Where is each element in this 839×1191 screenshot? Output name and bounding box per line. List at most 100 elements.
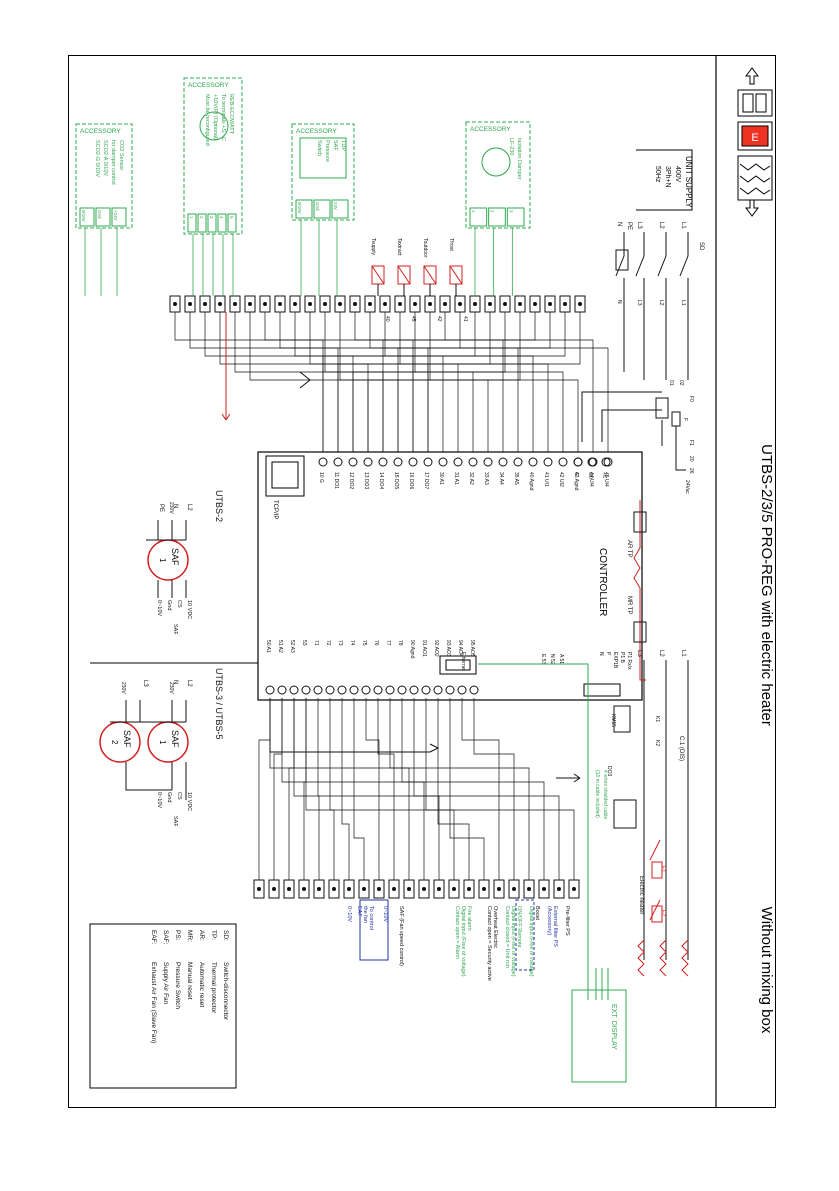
strip-wire bbox=[427, 312, 581, 452]
input-label: Pre-filter PS bbox=[564, 906, 570, 936]
terminal-screw bbox=[498, 457, 508, 467]
terminal-dot bbox=[503, 302, 507, 306]
terminal-dot bbox=[323, 302, 327, 306]
strip-wire bbox=[329, 698, 335, 880]
terminal-screw bbox=[468, 457, 478, 467]
fan-label: SAF bbox=[170, 548, 180, 566]
terminal-screw bbox=[361, 685, 371, 695]
motor-ctrl: Gnd bbox=[166, 600, 172, 610]
terminal-screw bbox=[469, 685, 479, 695]
accessory-pin-label: 24V bbox=[333, 202, 338, 210]
motor-ctrl: CS bbox=[176, 792, 182, 800]
terminal-dot bbox=[482, 887, 486, 891]
terminal-dot bbox=[233, 302, 237, 306]
supply-label: UNIT SUPPLY bbox=[684, 156, 693, 208]
terminal-label: 50 A1 bbox=[265, 640, 271, 653]
switch-contact bbox=[615, 255, 625, 277]
terminal-label: 14 DO4 bbox=[378, 472, 384, 489]
drawing-title: UTBS-2/3/5 PRO-REG with electric heater bbox=[758, 444, 775, 726]
accessory-text: To terminals +S, -C bbox=[220, 94, 226, 141]
svg-text:E: E bbox=[751, 132, 758, 144]
drawing-subtitle: Without mixing box bbox=[758, 907, 775, 1034]
heater-stage bbox=[651, 905, 663, 923]
saf-ctrl-label: SAF bbox=[172, 816, 178, 827]
terminal-screw bbox=[373, 685, 383, 695]
strip-wire bbox=[258, 698, 271, 880]
accessory-pin-label: 1 bbox=[471, 210, 476, 213]
terminal-label: 93 AO3 bbox=[445, 640, 451, 657]
accessory-pin bbox=[79, 207, 95, 227]
accessory-pin bbox=[197, 213, 207, 233]
terminal-screw bbox=[348, 457, 358, 467]
motor-supply: L2 bbox=[186, 680, 192, 687]
terminal-label: 33 A3 bbox=[483, 472, 489, 485]
terminal-dot bbox=[458, 302, 462, 306]
accessory-text: +10V(P) (Optional) bbox=[212, 94, 218, 140]
terminal-screw bbox=[363, 457, 373, 467]
terminal-label: 78 bbox=[397, 640, 403, 646]
strip-wire bbox=[324, 312, 474, 452]
terminal-screw bbox=[408, 457, 418, 467]
motor-voltage: 230V bbox=[168, 502, 174, 514]
strip-wire bbox=[309, 312, 459, 452]
port-label: N bbox=[598, 652, 604, 656]
terminal-dot bbox=[293, 302, 297, 306]
motor-wires bbox=[146, 520, 187, 598]
terminal-dot bbox=[443, 302, 447, 306]
terminal-dot bbox=[353, 302, 357, 306]
strip-wire bbox=[281, 698, 545, 880]
ethernet-label: Ethernet bbox=[460, 652, 466, 672]
accessory-pin-label: 3 bbox=[508, 210, 513, 213]
legend-abbr: PS: bbox=[174, 930, 181, 941]
drawing-frame bbox=[68, 55, 776, 1108]
sensor-terminal: 41 bbox=[462, 316, 468, 322]
terminal-label: 76 bbox=[373, 640, 379, 646]
terminal-label: 43 Agnd bbox=[573, 472, 579, 491]
bottom-terminal-strip bbox=[253, 698, 581, 899]
strip-wire bbox=[189, 312, 339, 452]
motor-ctrl: Gnd bbox=[166, 792, 172, 802]
accessory-pin-label: 5 bbox=[229, 216, 234, 219]
accessory-pin-label: 2 bbox=[490, 210, 495, 213]
accessory-pin-label: 3 bbox=[209, 216, 214, 219]
km-label: KM15 bbox=[610, 714, 616, 727]
legend-abbr: EAF: bbox=[150, 930, 157, 945]
terminal-label: 91 AO1 bbox=[421, 640, 427, 657]
strip-wire bbox=[354, 312, 504, 452]
terminal-screw bbox=[513, 457, 523, 467]
port-label: EXP1B bbox=[612, 652, 618, 669]
out-term: 26 bbox=[688, 468, 694, 474]
terminal-label: 11 DO1 bbox=[333, 472, 339, 489]
terminal-label: 17 DO7 bbox=[423, 472, 429, 489]
accessory-text: Switch bbox=[316, 140, 322, 156]
strip-wire bbox=[339, 312, 489, 452]
strip-wire bbox=[414, 312, 564, 452]
terminal-label: 42 UI2 bbox=[558, 472, 564, 487]
terminal-label: 45 UI4 bbox=[603, 472, 609, 487]
terminal-screw bbox=[397, 685, 407, 695]
terminal-screw bbox=[265, 685, 275, 695]
control-wire bbox=[581, 391, 663, 446]
motor-voltage: 230V bbox=[168, 682, 174, 694]
terminal-screw bbox=[393, 457, 403, 467]
input-label: 0~10V bbox=[346, 906, 352, 922]
terminal-dot bbox=[332, 887, 336, 891]
sensor-label: Textract bbox=[396, 238, 402, 256]
sensor-terminal: 42 bbox=[436, 316, 442, 322]
strip-wire bbox=[389, 698, 410, 880]
sensor-label: Tsupply bbox=[370, 238, 376, 255]
terminal-dot bbox=[248, 302, 252, 306]
terminal-dot bbox=[257, 887, 261, 891]
terminal-dot bbox=[557, 887, 561, 891]
accessory-text: Pressure bbox=[324, 140, 330, 162]
sensor-terminal: 40 bbox=[384, 316, 390, 322]
terminal-dot bbox=[263, 302, 267, 306]
supply-spec-value: 400V bbox=[674, 166, 681, 183]
terminal-dot bbox=[173, 302, 177, 306]
accessory-pin bbox=[187, 213, 197, 233]
legend-text: Automatic reset bbox=[198, 962, 205, 1007]
terminal-dot bbox=[407, 887, 411, 891]
out-24vac: 24Vac bbox=[684, 480, 690, 494]
